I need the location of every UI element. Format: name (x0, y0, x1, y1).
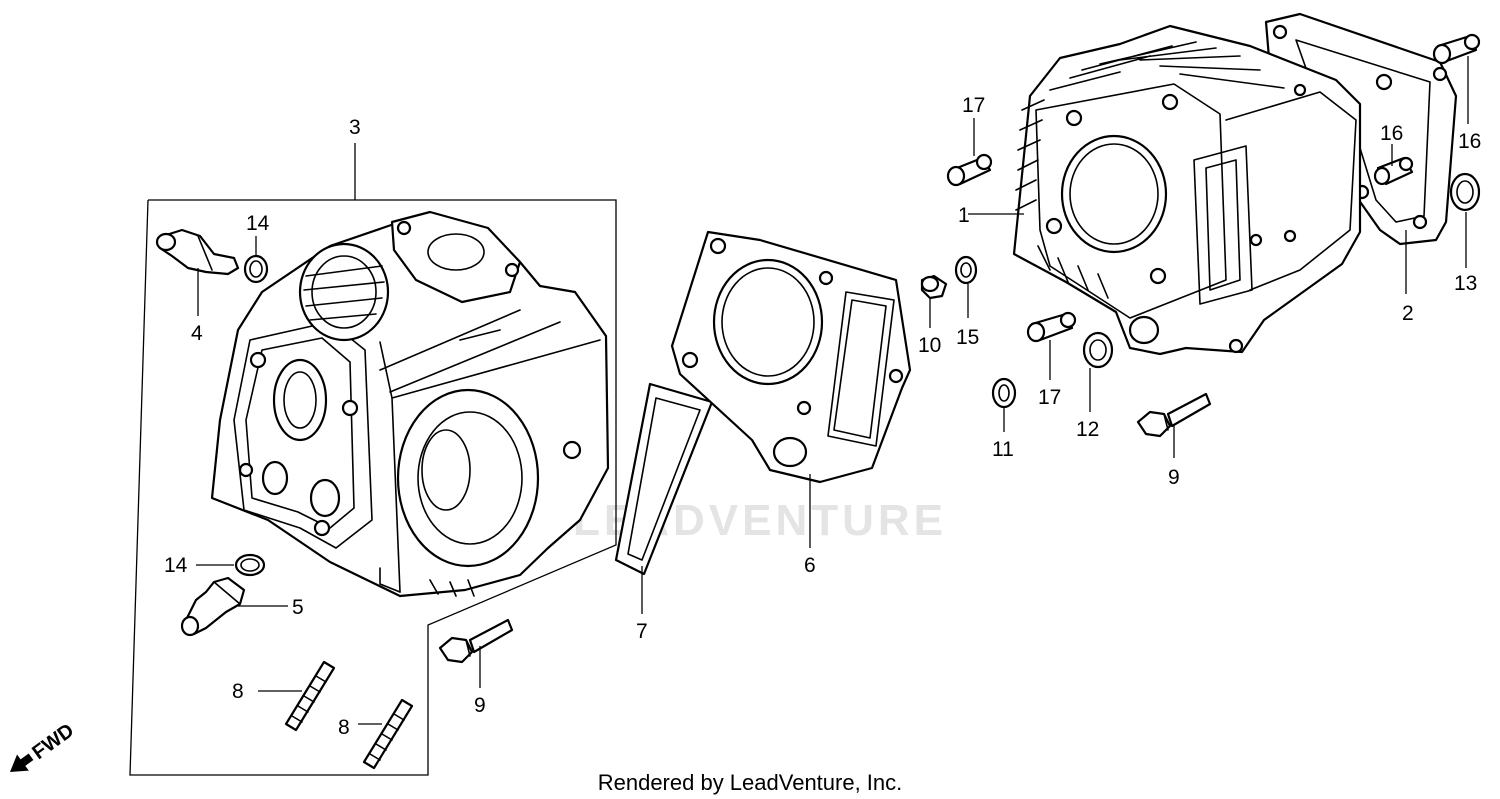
washer-14-bottom[interactable] (234, 553, 266, 577)
callout-9-lower: 9 (474, 694, 486, 717)
dowel-17-lower[interactable] (1026, 311, 1077, 343)
callout-labels: 1 2 3 4 5 6 7 8 8 9 9 10 11 12 13 14 14 … (164, 94, 1481, 739)
callout-4: 4 (191, 322, 203, 345)
render-credit: Rendered by LeadVenture, Inc. (598, 770, 903, 795)
callout-1: 1 (958, 204, 970, 227)
callout-9-upper: 9 (1168, 466, 1180, 489)
dowel-17-upper[interactable] (946, 153, 993, 187)
dowel-16-top[interactable] (1432, 33, 1481, 65)
callout-13: 13 (1454, 272, 1477, 295)
callout-15: 15 (956, 326, 979, 349)
callout-10: 10 (918, 334, 941, 357)
leader-lines (196, 56, 1469, 725)
stud-8-upper[interactable] (284, 660, 336, 732)
callout-17-upper: 17 (962, 94, 985, 117)
dowel-16-middle[interactable] (1373, 156, 1414, 186)
stud-8-lower[interactable] (362, 698, 414, 770)
washer-14-top[interactable] (243, 254, 269, 284)
callout-16-right: 16 (1458, 130, 1481, 153)
callout-8-lower: 8 (338, 716, 350, 739)
washer-15[interactable] (954, 255, 978, 285)
washer-11[interactable] (991, 377, 1017, 409)
cylinder-base-gasket-6[interactable] (670, 230, 912, 484)
callout-8-upper: 8 (232, 680, 244, 703)
callout-17-lower: 17 (1038, 386, 1061, 409)
callout-12: 12 (1076, 418, 1099, 441)
callout-6: 6 (804, 554, 816, 577)
cylinder-block-1[interactable] (1012, 24, 1362, 356)
seal-13[interactable] (1449, 172, 1481, 212)
fwd-label: FWD (28, 720, 78, 765)
callout-3: 3 (349, 116, 361, 139)
callout-7: 7 (636, 620, 648, 643)
callout-14-bottom: 14 (164, 554, 188, 577)
head-bolt-5[interactable] (180, 576, 246, 637)
callout-11: 11 (992, 438, 1014, 461)
callout-16-middle: 16 (1380, 122, 1403, 145)
callout-5: 5 (292, 596, 304, 619)
seal-12[interactable] (1082, 331, 1114, 369)
flange-bolt-9-lower[interactable] (438, 618, 514, 664)
forward-direction-marker: FWD (10, 720, 78, 772)
forward-arrow-icon (10, 753, 34, 772)
gasket-7[interactable] (614, 382, 714, 576)
cylinder-head[interactable] (210, 210, 610, 598)
callout-14-top: 14 (246, 212, 270, 235)
dowel-10[interactable] (920, 274, 948, 300)
assembly-frame (129, 143, 617, 776)
callout-2: 2 (1402, 302, 1414, 325)
head-bolt-4[interactable] (155, 228, 240, 276)
flange-bolt-9-upper[interactable] (1136, 392, 1212, 438)
